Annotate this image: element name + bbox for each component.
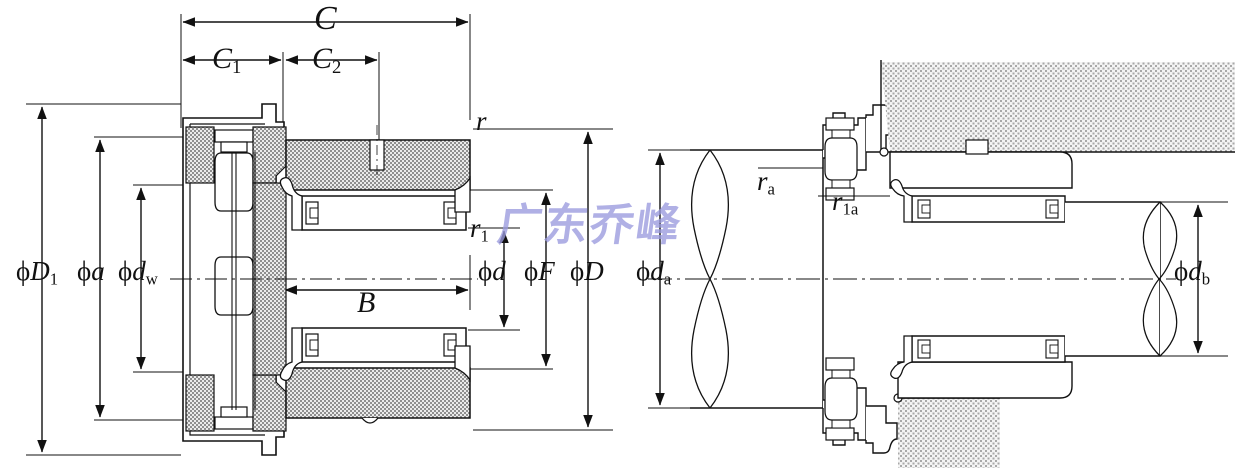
dimension-label-phi-da: ϕda xyxy=(636,256,672,289)
chamfer-label-r: r xyxy=(476,106,487,136)
chamfer-label-r1: r1 xyxy=(470,213,489,246)
left-bearing-body xyxy=(182,103,471,456)
watermark-text: 广东乔峰 xyxy=(494,200,686,251)
dimension-label-C2: C2 xyxy=(312,42,342,79)
dimension-label-phi-D: ϕD xyxy=(570,256,604,286)
right-view-dimension-arrows xyxy=(655,152,1203,406)
left-view-extension-lines xyxy=(26,14,613,456)
left-view-dimension-arrows xyxy=(37,17,593,453)
dimension-label-phi-D1: ϕD1 xyxy=(16,256,59,289)
dimension-label-B: B xyxy=(357,286,376,319)
dimension-label-phi-d: ϕd xyxy=(478,256,506,286)
dimension-label-C: C xyxy=(314,0,337,37)
fillet-label-r1a: r1a xyxy=(832,186,859,219)
dimension-label-phi-db: ϕdb xyxy=(1174,256,1211,289)
right-view-extension-lines xyxy=(648,149,1228,409)
right-view-assembly xyxy=(648,60,1235,468)
dimension-label-C1: C1 xyxy=(212,42,242,79)
dimension-label-phi-a: ϕa xyxy=(77,256,105,286)
dimension-label-phi-F: ϕF xyxy=(524,256,555,286)
fillet-label-ra: ra xyxy=(757,166,775,199)
dimension-label-phi-dw: ϕdw xyxy=(118,256,158,289)
